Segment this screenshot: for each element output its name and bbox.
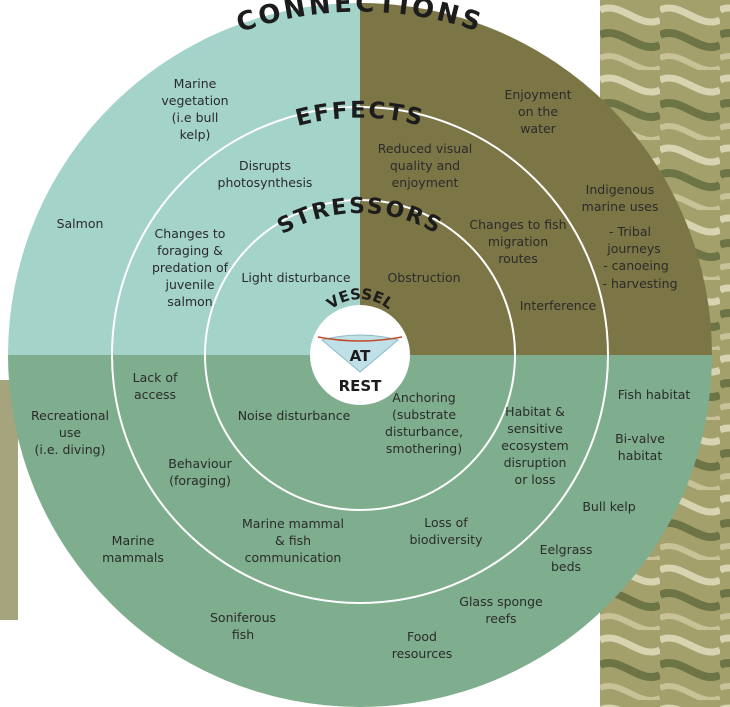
label-behaviour: Behaviour(foraging) [168,456,232,488]
stressors-ring [204,199,516,511]
label-harvesting: - harvesting [602,276,677,291]
anchor-line-icon [317,336,403,342]
label-interference: Interference [520,298,597,313]
effects-ring [111,106,609,604]
label-canoeing: - canoeing [603,258,669,273]
label-salmon: Salmon [57,216,104,231]
label-light-disturbance: Light disturbance [241,270,350,285]
label-obstruction: Obstruction [387,270,460,285]
label-noise-disturbance: Noise disturbance [238,408,351,423]
center-at-text: AT [350,347,371,365]
label-fish-habitat: Fish habitat [618,387,691,402]
label-bull-kelp: Bull kelp [582,499,635,514]
braid-left-fragment [0,380,18,620]
label-tribal-journeys-2: journeys [606,241,661,256]
label-tribal-journeys-1: - Tribal [609,224,651,239]
vessel-icon [320,334,400,373]
center-rest-text: REST [339,377,383,395]
